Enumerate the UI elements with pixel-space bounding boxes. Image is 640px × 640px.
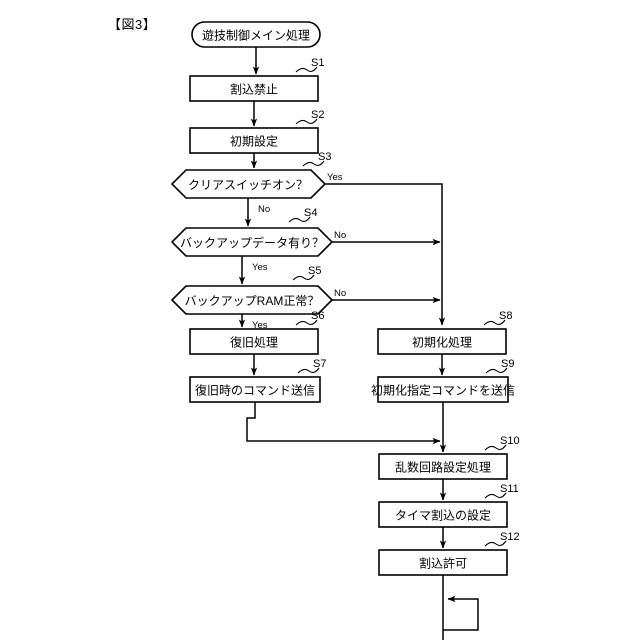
node-s1: 割込禁止: [189, 75, 319, 102]
node-s3-label: クリアスイッチオン？: [188, 178, 308, 192]
step-label-s3: S3: [318, 151, 331, 163]
step-label-s11: S11: [500, 483, 519, 495]
node-s8-label: 初期化処理: [412, 336, 472, 350]
node-s4: バックアップデータ有り？: [170, 227, 334, 257]
step-label-s1: S1: [311, 57, 324, 69]
start-terminal: 遊技制御メイン処理: [191, 21, 321, 48]
node-s6-label: 復旧処理: [230, 335, 278, 350]
branch-label-s4-no: No: [334, 230, 346, 241]
node-s11-label: タイマ割込の設定: [395, 508, 491, 523]
node-s5-label: バックアップRAM正常？: [185, 294, 320, 308]
branch-label-s5-yes: Yes: [252, 320, 268, 331]
node-s2: 初期設定: [189, 127, 319, 154]
step-label-s10: S10: [500, 435, 520, 447]
node-s12: 割込許可: [378, 549, 508, 576]
node-s10-label: 乱数回路設定処理: [395, 460, 491, 475]
node-s12-label: 割込許可: [419, 556, 467, 571]
node-s8: 初期化処理: [377, 328, 507, 355]
step-label-s6: S6: [311, 310, 324, 322]
branch-label-s5-no: No: [334, 288, 346, 299]
node-s9: 初期化指定コマンドを送信: [371, 376, 515, 403]
node-s4-label: バックアップデータ有り？: [180, 235, 324, 250]
loop-back-connector: [443, 595, 479, 631]
start-terminal-label: 遊技制御メイン処理: [202, 28, 310, 43]
step-label-s4: S4: [304, 207, 317, 219]
leader-s12: [484, 540, 507, 547]
node-s5: バックアップRAM正常？: [170, 285, 334, 315]
leader-s4: [288, 216, 311, 223]
node-s9-label: 初期化指定コマンドを送信: [371, 383, 515, 398]
leader-s10: [484, 444, 507, 451]
leader-s6: [295, 319, 318, 326]
leader-s11: [484, 492, 507, 499]
step-label-s8: S8: [499, 310, 512, 322]
node-s7: 復旧時のコマンド送信: [189, 376, 321, 403]
node-s10: 乱数回路設定処理: [378, 453, 508, 480]
node-s2-label: 初期設定: [230, 134, 278, 149]
node-s1-label: 割込禁止: [230, 82, 278, 97]
node-s11: タイマ割込の設定: [378, 501, 508, 528]
leader-s8: [483, 319, 506, 326]
leader-s9: [485, 367, 508, 374]
node-s7-label: 復旧時のコマンド送信: [195, 383, 315, 398]
step-label-s7: S7: [313, 358, 326, 370]
leader-s5: [292, 274, 315, 281]
step-label-s12: S12: [500, 531, 520, 543]
branch-label-s4-yes: Yes: [252, 262, 268, 273]
leader-s2: [295, 118, 318, 125]
step-label-s2: S2: [311, 109, 324, 121]
branch-label-s3-yes: Yes: [327, 172, 343, 183]
leader-s1: [295, 66, 318, 73]
node-s3: クリアスイッチオン？: [170, 169, 327, 199]
step-label-s5: S5: [308, 265, 321, 277]
figure-title: 【図3】: [108, 17, 157, 32]
node-s6: 復旧処理: [189, 328, 319, 355]
step-label-s9: S9: [501, 358, 514, 370]
leader-s3: [302, 160, 325, 167]
branch-label-s3-no: No: [258, 204, 270, 215]
branch-s3-yes: [325, 183, 446, 326]
leader-s7: [297, 367, 320, 374]
connector-s7-s10: [246, 402, 441, 445]
